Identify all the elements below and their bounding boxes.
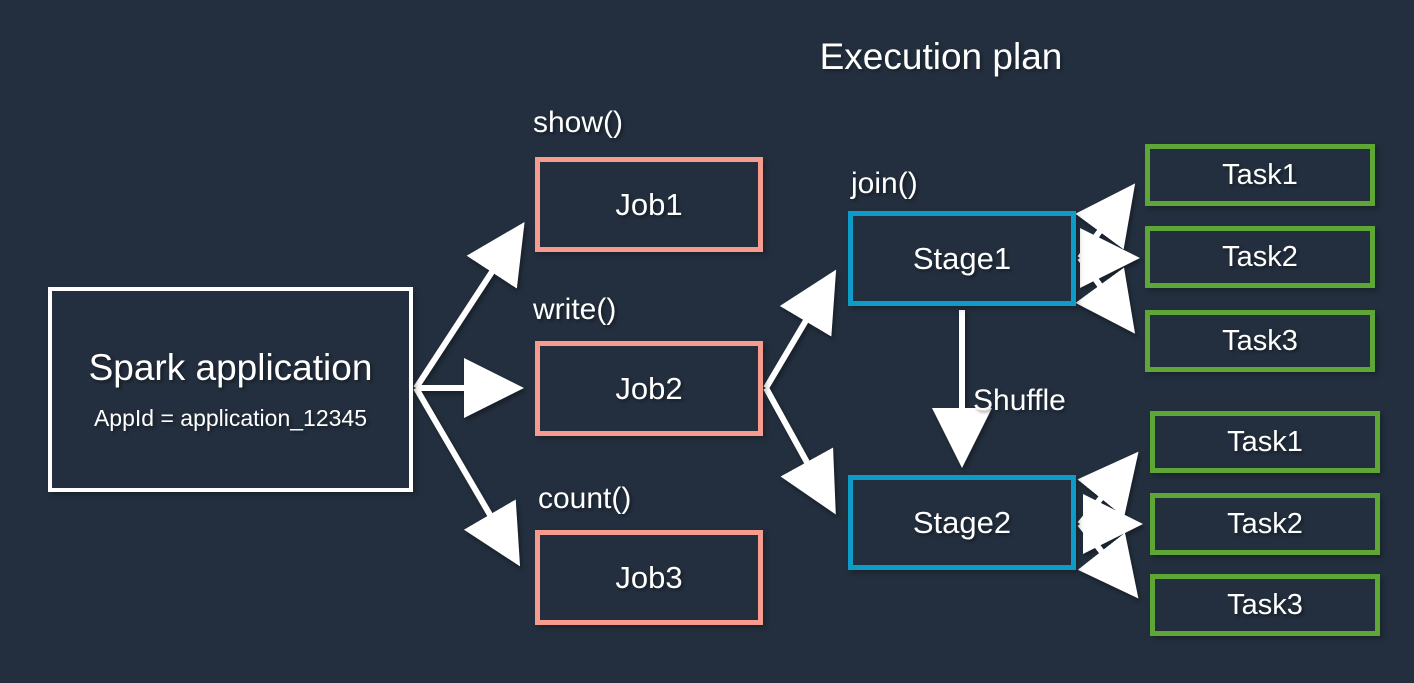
stage2-task3-label: Task3 xyxy=(1227,588,1303,621)
job1-box: Job1 xyxy=(535,157,763,252)
stage1-label: Stage1 xyxy=(912,240,1012,276)
job3-box: Job3 xyxy=(535,530,763,625)
spark-application-appid: AppId = application_12345 xyxy=(93,405,368,431)
arrow-stage2-to-task1 xyxy=(1077,451,1139,526)
stage1-method-label: join() xyxy=(851,167,918,200)
arrow-stage2-to-task3 xyxy=(1077,522,1139,599)
stage2-task1-label: Task1 xyxy=(1227,425,1303,458)
stage2-task3-box: Task3 xyxy=(1150,574,1380,636)
arrow-job2-to-stage1 xyxy=(763,269,837,390)
job3-method-label: count() xyxy=(538,482,632,515)
stage1-task2-label: Task2 xyxy=(1222,240,1298,273)
arrow-stage1-to-task1 xyxy=(1075,183,1136,260)
stage1-task3-label: Task3 xyxy=(1222,324,1298,357)
stage2-task2-label: Task2 xyxy=(1227,507,1303,540)
stage1-box: Stage1 xyxy=(848,211,1076,306)
spark-application-title: Spark application xyxy=(88,347,373,388)
job2-method-label: write() xyxy=(533,293,617,326)
job2-label: Job2 xyxy=(615,370,683,406)
spark-application-box: Spark application AppId = application_12… xyxy=(48,287,413,492)
stage2-label: Stage2 xyxy=(912,504,1012,540)
job3-label: Job3 xyxy=(615,559,683,595)
stage1-task2-box: Task2 xyxy=(1145,226,1375,288)
stage1-task3-box: Task3 xyxy=(1145,310,1375,372)
arrow-job2-to-stage2 xyxy=(763,386,836,515)
stage1-task1-label: Task1 xyxy=(1222,158,1298,191)
job2-box: Job2 xyxy=(535,341,763,436)
stage2-box: Stage2 xyxy=(848,475,1076,570)
arrow-spark-to-job1 xyxy=(413,221,525,390)
stage2-task1-box: Task1 xyxy=(1150,411,1380,473)
stage2-task2-box: Task2 xyxy=(1150,493,1380,555)
stage1-task1-box: Task1 xyxy=(1145,144,1375,206)
shuffle-label: Shuffle xyxy=(973,384,1066,417)
job1-label: Job1 xyxy=(615,186,683,222)
job1-method-label: show() xyxy=(533,106,624,139)
page-title: Execution plan xyxy=(819,36,1063,77)
arrow-spark-to-job3 xyxy=(413,386,521,567)
arrow-stage1-to-task3 xyxy=(1075,256,1136,334)
